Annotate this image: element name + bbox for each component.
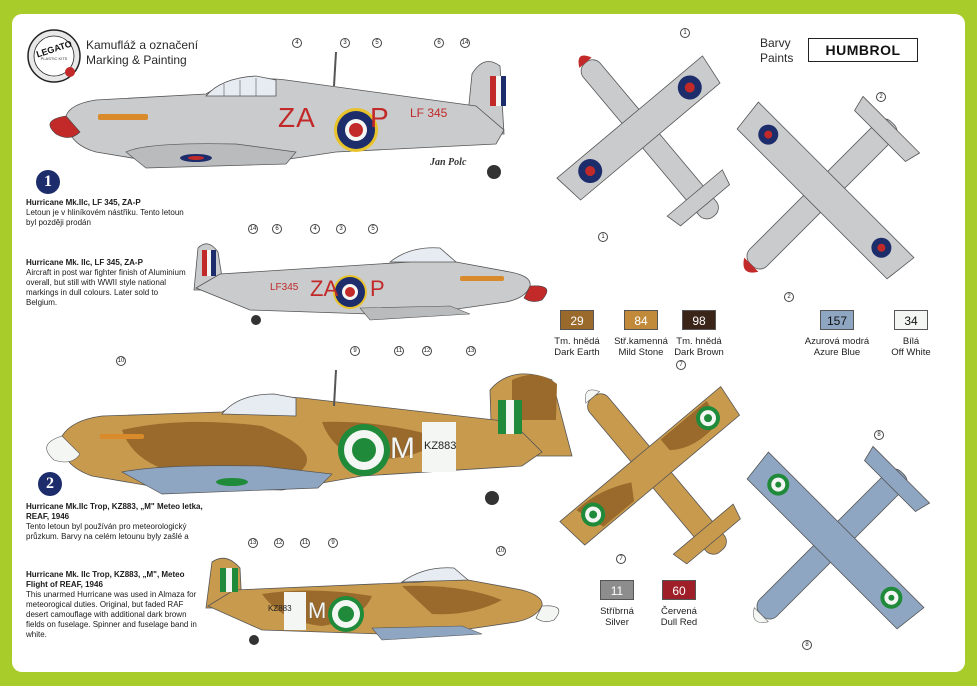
- scheme2-planform-underside: [746, 445, 931, 630]
- swatch-98-en: Dark Brown: [674, 347, 724, 358]
- callout-13-small: 13: [248, 538, 258, 548]
- artist-signature: Jan Polc: [430, 157, 467, 168]
- decal-sheet: LEGATO PLASTIC KITS Kamufláž a označení …: [12, 14, 965, 672]
- swatch-60-en: Dull Red: [660, 617, 698, 628]
- scheme1-serial: LF 345: [410, 106, 448, 120]
- callout-3-small: 3: [336, 224, 346, 234]
- swatch-29-label: Tm. hnědá Dark Earth: [532, 336, 622, 358]
- scheme2-description-cz: Hurricane Mk.IIc Trop, KZ883, „M" Meteo …: [26, 502, 206, 542]
- callout-10: 10: [116, 356, 126, 366]
- callout-10-small: 10: [496, 546, 506, 556]
- swatch-157-cz: Azurová modrá: [804, 336, 870, 347]
- scheme1-body-cz: Letoun je v hliníkovém nástřiku. Tento l…: [26, 208, 184, 227]
- legato-logo: [27, 29, 81, 83]
- swatch-98-label: Tm. hnědá Dark Brown: [654, 336, 744, 358]
- swatch-11: 11: [600, 580, 634, 600]
- scheme1-title-cz: Hurricane Mk.IIc, LF 345, ZA-P: [26, 198, 141, 207]
- swatch-84-label: Stř.kamenná Mild Stone: [596, 336, 686, 358]
- scheme2-serial-small: KZ883: [268, 604, 292, 613]
- title-cz: Kamufláž a označení: [86, 38, 199, 52]
- scheme1-side-view-right: [193, 243, 548, 325]
- header-titles: Kamufláž a označení Marking & Painting: [86, 38, 198, 68]
- scheme2-planform-top: [559, 385, 741, 565]
- swatch-84-cz: Stř.kamenná: [614, 336, 668, 347]
- scheme1-description-en: Hurricane Mk. IIc, LF 345, ZA-P Aircraft…: [26, 258, 186, 308]
- callout-7-top: 7: [676, 360, 686, 370]
- swatch-29-cz: Tm. hnědá: [554, 336, 600, 347]
- swatch-29-en: Dark Earth: [554, 347, 600, 358]
- callout-8-bottom: 8: [802, 640, 812, 650]
- scheme2-letter-small: M: [308, 598, 327, 623]
- scheme1-code-small: ZA: [310, 276, 339, 301]
- swatch-84: 84: [624, 310, 658, 330]
- callout-1-bottom: 1: [598, 232, 608, 242]
- scheme1-body-en: Aircraft in post war fighter finish of A…: [26, 268, 186, 307]
- swatch-11-cz: Stříbrná: [600, 606, 634, 617]
- callout-4-small: 4: [310, 224, 320, 234]
- swatch-34-cz: Bílá: [902, 336, 920, 347]
- callout-14-small: 14: [248, 224, 258, 234]
- swatch-11-en: Silver: [605, 617, 629, 628]
- logo-subtext: PLASTIC KITS: [40, 56, 68, 61]
- swatch-157-en: Azure Blue: [813, 347, 861, 358]
- scheme1-serial-small: LF345: [270, 282, 299, 293]
- callout-11-small: 11: [300, 538, 310, 548]
- scheme1-letter: P: [370, 102, 389, 133]
- scheme2-title-cz: Hurricane Mk.IIc Trop, KZ883, „M" Meteo …: [26, 502, 203, 521]
- callout-5-small: 5: [368, 224, 378, 234]
- callout-3: 3: [340, 38, 350, 48]
- swatch-60: 60: [662, 580, 696, 600]
- swatch-34-en: Off White: [891, 347, 931, 358]
- humbrol-brand: HUMBROL: [808, 38, 918, 62]
- scheme1-letter-small: P: [370, 276, 385, 301]
- callout-6-small: 6: [272, 224, 282, 234]
- scheme2-title-en: Hurricane Mk. IIc Trop, KZ883, „M", Mete…: [26, 570, 185, 589]
- callout-12-small: 12: [274, 538, 284, 548]
- scheme2-description-en: Hurricane Mk. IIc Trop, KZ883, „M", Mete…: [26, 570, 206, 640]
- swatch-84-en: Mild Stone: [618, 347, 664, 358]
- callout-4: 4: [292, 38, 302, 48]
- paints-cz: Barvy: [760, 36, 791, 50]
- scheme2-side-view-left: [46, 369, 573, 505]
- swatch-157-label: Azurová modrá Azure Blue: [792, 336, 882, 358]
- scheme1-title-en: Hurricane Mk. IIc, LF 345, ZA-P: [26, 258, 143, 267]
- callout-5: 5: [372, 38, 382, 48]
- callout-8-top: 8: [874, 430, 884, 440]
- callout-1-top: 1: [680, 28, 690, 38]
- swatch-11-label: Stříbrná Silver: [572, 606, 662, 628]
- swatch-34-label: Bílá Off White: [866, 336, 956, 358]
- scheme1-side-view-left: [49, 51, 506, 179]
- swatch-98: 98: [682, 310, 716, 330]
- paints-label: Barvy Paints: [760, 36, 793, 66]
- swatch-60-cz: Červená: [661, 606, 697, 617]
- callout-13: 13: [466, 346, 476, 356]
- callout-12: 12: [422, 346, 432, 356]
- callout-14: 14: [460, 38, 470, 48]
- scheme2-letter: M: [390, 432, 415, 465]
- paints-en: Paints: [760, 51, 794, 65]
- scheme1-planform-underside: [556, 55, 731, 227]
- swatch-29: 29: [560, 310, 594, 330]
- scheme2-body-cz: Tento letoun byl používán pro meteorolog…: [26, 522, 189, 541]
- scheme1-description-cz: Hurricane Mk.IIc, LF 345, ZA-P Letoun je…: [26, 198, 196, 228]
- scheme1-number-badge: 1: [36, 170, 60, 194]
- swatch-98-cz: Tm. hnědá: [676, 336, 722, 347]
- scheme1-planform-top: [736, 95, 921, 280]
- callout-11: 11: [394, 346, 404, 356]
- swatch-157: 157: [820, 310, 854, 330]
- scheme2-side-view-right: [205, 557, 560, 645]
- scheme2-body-en: This unarmed Hurricane was used in Almaz…: [26, 590, 197, 639]
- callout-2-top: 2: [876, 92, 886, 102]
- scheme2-serial: KZ883: [424, 440, 457, 452]
- callout-7-bottom: 7: [616, 554, 626, 564]
- swatch-34: 34: [894, 310, 928, 330]
- swatch-60-label: Červená Dull Red: [634, 606, 724, 628]
- scheme2-number-badge: 2: [38, 472, 62, 496]
- callout-6: 6: [434, 38, 444, 48]
- title-en: Marking & Painting: [86, 53, 187, 67]
- callout-2-bottom: 2: [784, 292, 794, 302]
- callout-9: 9: [350, 346, 360, 356]
- callout-9-small: 9: [328, 538, 338, 548]
- scheme1-code: ZA: [278, 102, 316, 133]
